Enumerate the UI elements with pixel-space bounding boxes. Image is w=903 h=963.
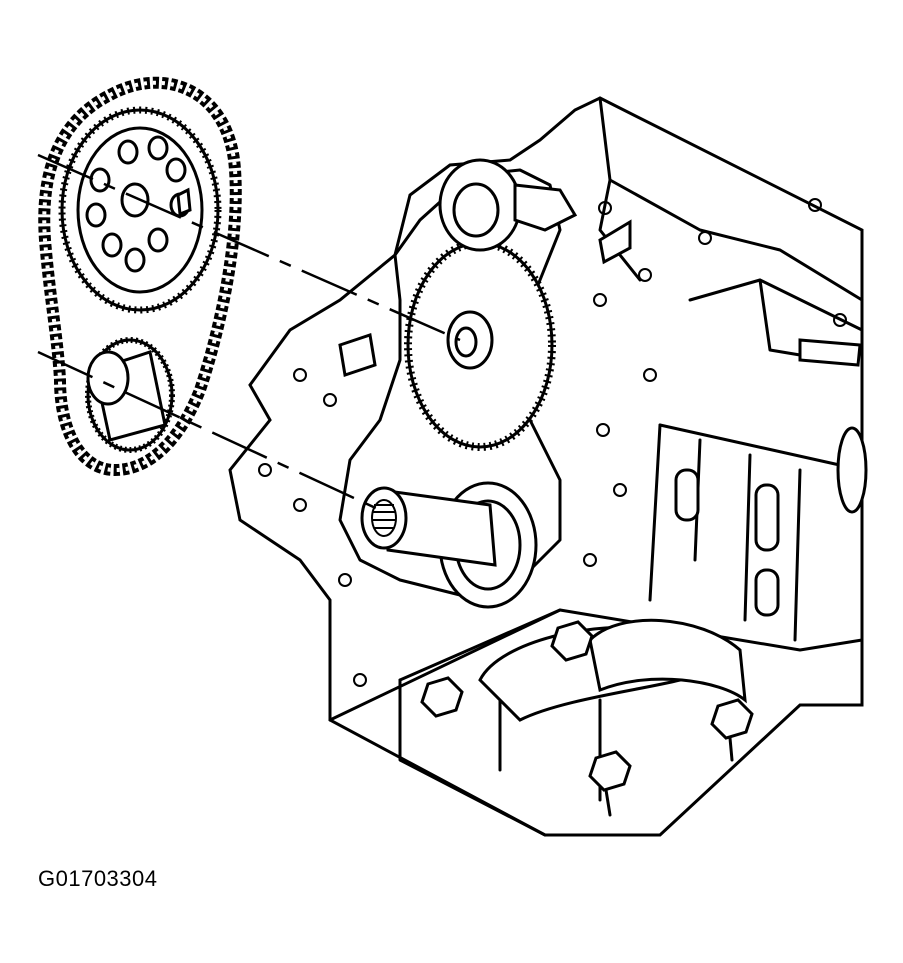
crank-reluctor-wheel: [404, 239, 556, 451]
camshaft-sprocket: [58, 106, 222, 314]
crankshaft-snout: [360, 481, 538, 609]
main-cap-bolts: [420, 620, 754, 817]
alignment-centerlines: [37, 153, 461, 512]
figure-code-label: G01703304: [38, 866, 158, 891]
timing-chain-assembly: [38, 76, 242, 477]
engine-block: [228, 96, 868, 837]
crankshaft-sprocket: [85, 337, 175, 453]
upper-boss: [438, 158, 578, 252]
casting-holes: [258, 198, 847, 687]
